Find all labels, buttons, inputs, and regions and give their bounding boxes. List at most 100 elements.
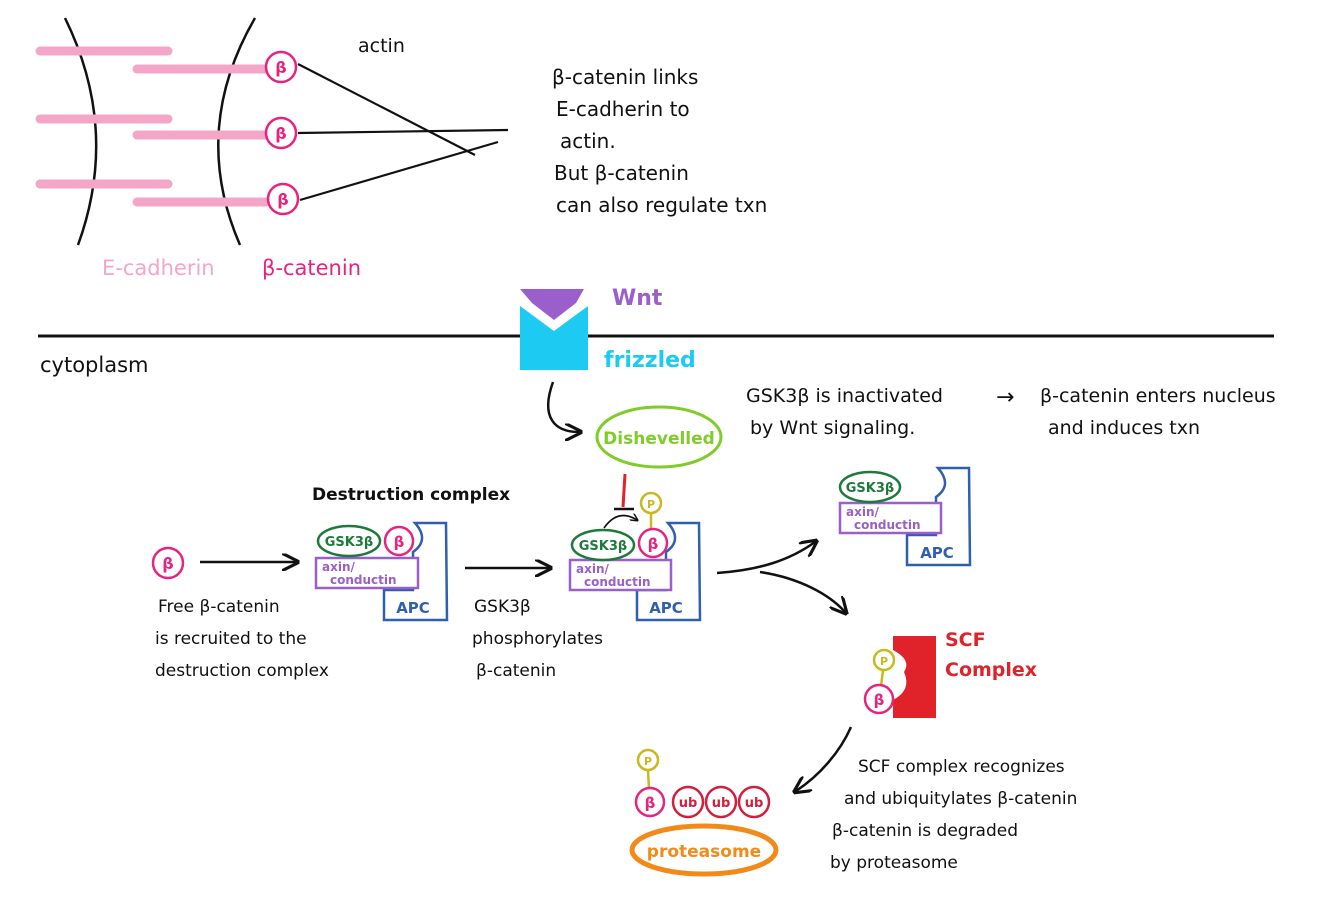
note-line: actin. bbox=[560, 129, 616, 153]
phosphorylation-curved-arrow bbox=[603, 516, 637, 529]
scf-label-1: SCF bbox=[945, 629, 986, 651]
proteasome-oval bbox=[629, 823, 779, 877]
bcat-symbol: β bbox=[645, 794, 656, 812]
bcat-junction: β β β bbox=[264, 50, 300, 216]
destruction-complex-2: APC axin/ conductin GSK3β P β bbox=[568, 491, 702, 622]
apc-label: APC bbox=[920, 544, 954, 562]
bcat-circle bbox=[151, 546, 185, 580]
frizzled-label: frizzled bbox=[604, 348, 696, 373]
actin-filament bbox=[299, 140, 499, 202]
actin-filament bbox=[297, 128, 509, 135]
note-line: by Wnt signaling. bbox=[750, 417, 915, 439]
phosphate-circle bbox=[639, 491, 663, 515]
cytoplasm-label: cytoplasm bbox=[40, 353, 149, 377]
note-line: by proteasome bbox=[830, 853, 958, 873]
bcat-symbol: β bbox=[275, 124, 286, 143]
axin-label-2: conductin bbox=[330, 573, 397, 587]
axin-label-2: conductin bbox=[854, 518, 921, 532]
axin-label-2: conductin bbox=[584, 575, 651, 589]
ecadherin-label: E-cadherin bbox=[102, 256, 215, 280]
top-note: β-catenin links E-cadherin to actin. But… bbox=[552, 65, 767, 217]
wnt-label: Wnt bbox=[612, 286, 663, 311]
bcat-symbol: β bbox=[162, 554, 173, 573]
note-line: GSK3β bbox=[474, 597, 531, 617]
actin-label: actin bbox=[358, 35, 405, 57]
free-bcat: β bbox=[151, 546, 185, 580]
phosphate-stem bbox=[879, 669, 885, 687]
gsk3b-oval bbox=[570, 528, 636, 562]
frizzled-receptor bbox=[520, 289, 588, 370]
apc-label: APC bbox=[396, 599, 430, 617]
bcat-symbol: β bbox=[874, 691, 885, 709]
scf-note: SCF complex recognizes and ubiquitylates… bbox=[830, 757, 1077, 873]
apc-label: APC bbox=[649, 599, 683, 617]
phosphate-label: P bbox=[880, 655, 888, 668]
phosphate-circle bbox=[636, 748, 660, 772]
bcat-circle bbox=[383, 525, 415, 557]
note-line: can also regulate txn bbox=[556, 193, 767, 217]
note-line: and induces txn bbox=[1048, 417, 1200, 439]
dishevelled-oval bbox=[595, 405, 723, 469]
scf-label-2: Complex bbox=[945, 659, 1037, 681]
arrow-scf-to-proteasome bbox=[796, 726, 853, 791]
wnt-ligand bbox=[520, 289, 584, 320]
bcat-circle bbox=[863, 683, 895, 715]
note-line: But β-catenin bbox=[554, 161, 689, 185]
dishevelled-label: Dishevelled bbox=[603, 429, 715, 449]
axin-label-1: axin/ bbox=[576, 562, 609, 576]
scf-complex: P β bbox=[863, 636, 936, 718]
gsk3b-label: GSK3β bbox=[579, 539, 627, 554]
phosphate-circle bbox=[872, 648, 896, 672]
axin-box bbox=[838, 501, 943, 535]
arrow-branch-down bbox=[759, 570, 845, 612]
gsk-inactivation-note: GSK3β is inactivated by Wnt signaling. →… bbox=[746, 385, 1276, 439]
bcat-label: β-catenin bbox=[262, 256, 361, 280]
ubiquitin-circle bbox=[671, 785, 705, 819]
frizzled-shape bbox=[520, 306, 588, 370]
bcat-circle bbox=[264, 116, 298, 150]
note-line: GSK3β is inactivated bbox=[746, 385, 943, 407]
ubiquitin-circle bbox=[704, 785, 738, 819]
bcat-symbol: β bbox=[648, 535, 659, 553]
note-line: β-catenin enters nucleus bbox=[1040, 385, 1276, 407]
ubiquitin-label: ub bbox=[712, 796, 731, 811]
arrow-branch-up bbox=[716, 542, 815, 575]
scf-shape bbox=[893, 636, 936, 718]
ubiquitin-label: ub bbox=[679, 796, 698, 811]
note-line: is recruited to the bbox=[155, 629, 307, 649]
ecadherin-bars bbox=[35, 46, 271, 207]
phosphate-label: P bbox=[647, 498, 655, 511]
ubiquitin-label: ub bbox=[745, 796, 764, 811]
bcat-circle bbox=[266, 182, 300, 216]
note-line: E-cadherin to bbox=[556, 97, 690, 121]
ubiquitylated-bcat: P β ub ub ub bbox=[634, 748, 771, 819]
bcat-circle bbox=[637, 527, 669, 559]
bcat-symbol: β bbox=[394, 533, 405, 551]
phospho-note: GSK3β phosphorylates β-catenin bbox=[472, 597, 603, 681]
arrow-frizzled-to-dishevelled bbox=[547, 381, 579, 432]
note-line: and ubiquitylates β-catenin bbox=[844, 789, 1077, 809]
free-bcat-note: Free β-catenin is recruited to the destr… bbox=[155, 597, 329, 681]
ubiquitin-circle bbox=[737, 785, 771, 819]
note-line: destruction complex bbox=[155, 661, 329, 681]
note-line: β-catenin is degraded bbox=[832, 821, 1018, 841]
note-line: β-catenin bbox=[476, 661, 556, 681]
adherens-junction: β β β actin E-cadherin β-catenin bbox=[35, 17, 509, 280]
actin-filament bbox=[297, 63, 476, 156]
axin-box bbox=[314, 556, 420, 590]
axin-label-1: axin/ bbox=[322, 560, 355, 574]
destruction-complex-3: APC axin/ conductin GSK3β bbox=[838, 466, 972, 567]
bcat-circle bbox=[264, 50, 298, 84]
dishevelled-inhibition bbox=[614, 473, 634, 511]
phosphate-stem bbox=[646, 770, 651, 789]
axin-box bbox=[568, 558, 673, 592]
cell-membrane-left bbox=[63, 17, 98, 246]
destruction-complex-title: Destruction complex bbox=[312, 485, 510, 505]
bcat-circle bbox=[634, 786, 666, 818]
bcat-symbol: β bbox=[275, 58, 286, 77]
gsk3b-oval bbox=[838, 470, 902, 504]
right-arrow-glyph: → bbox=[996, 385, 1014, 410]
destruction-complex-1: APC axin/ conductin GSK3β β bbox=[314, 521, 449, 622]
inhibit-line bbox=[621, 473, 627, 508]
